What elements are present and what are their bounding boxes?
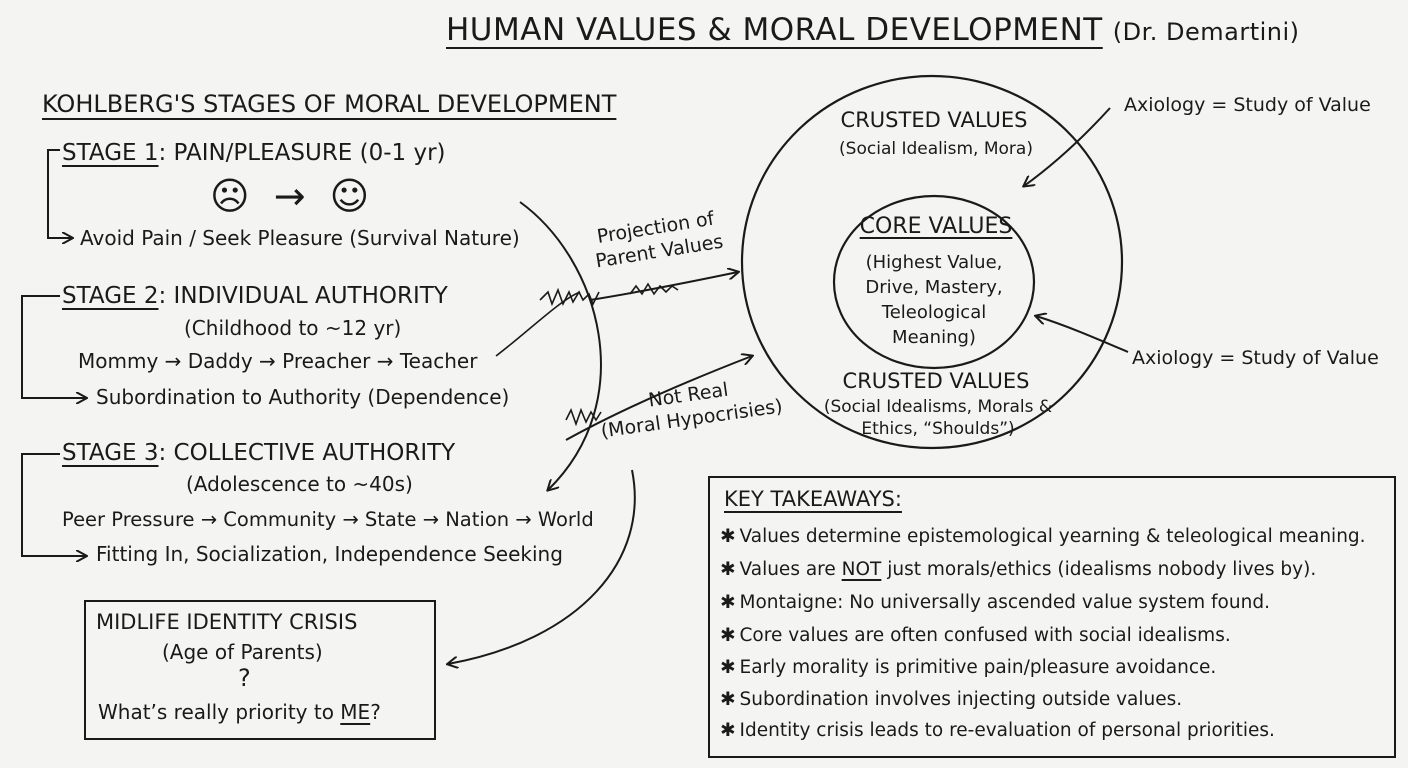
- takeaway-item-7: ✱Identity crisis leads to re-evaluation …: [720, 720, 1275, 741]
- stage2-label: STAGE 2: [62, 283, 159, 309]
- axiology-bottom-arrow: [1036, 316, 1129, 353]
- stage2-chain: Mommy → Daddy → Preacher → Teacher: [78, 349, 478, 373]
- stage1-outcome: Avoid Pain / Seek Pleasure (Survival Nat…: [80, 226, 520, 250]
- title-main: HUMAN VALUES & MORAL DEVELOPMENT: [446, 12, 1103, 48]
- stage1-name: : PAIN/PLEASURE (0-1 yr): [158, 140, 446, 166]
- takeaway-item-1: ✱Values determine epistemological yearni…: [720, 526, 1366, 547]
- core-line-1: (Highest Value,: [865, 252, 1003, 273]
- kohlberg-heading: KOHLBERG'S STAGES OF MORAL DEVELOPMENT: [42, 90, 617, 118]
- stage3-heading: STAGE 3: COLLECTIVE AUTHORITY: [62, 440, 455, 466]
- crusted-values-bottom-title: CRUSTED VALUES: [842, 369, 1030, 393]
- takeaway-item-6: ✱Subordination involves injecting outsid…: [720, 689, 1182, 710]
- scribble-2: [629, 282, 679, 296]
- takeaway-text-2-prefix: Values are: [739, 559, 842, 580]
- page-title: HUMAN VALUES & MORAL DEVELOPMENT (Dr. Dem…: [446, 12, 1300, 48]
- takeaway-item-4: ✱Core values are often confused with soc…: [720, 625, 1231, 646]
- midlife-arrow: [448, 469, 636, 664]
- midlife-question-prefix: What’s really priority to: [98, 700, 341, 724]
- not-real-arrow: [565, 356, 752, 441]
- axiology-bottom-label: Axiology = Study of Value: [1132, 347, 1379, 369]
- crusted-bottom-sub-2: Ethics, “Shoulds”): [861, 419, 1015, 439]
- scribble-1: [539, 287, 600, 307]
- takeaway-text-1: Values determine epistemological yearnin…: [739, 526, 1366, 547]
- stage1-bracket: [47, 149, 72, 238]
- takeaway-text-7: Identity crisis leads to re-evaluation o…: [739, 720, 1275, 741]
- takeaway-item-3: ✱Montaigne: No universally ascended valu…: [720, 592, 1270, 613]
- crusted-values-bottom-sub: (Social Idealisms, Morals & Ethics, “Sho…: [818, 396, 1058, 440]
- asterisk-icon: ✱: [720, 689, 736, 710]
- stage2-bracket: [21, 295, 86, 398]
- midlife-question-suffix: ?: [370, 700, 381, 724]
- crusted-values-top-sub: (Social Idealism, Mora): [839, 139, 1033, 159]
- asterisk-icon: ✱: [720, 526, 736, 547]
- core-values-circle: [832, 194, 1036, 370]
- takeaway-text-4: Core values are often confused with soci…: [739, 625, 1231, 646]
- axiology-top-label: Axiology = Study of Value: [1124, 94, 1371, 116]
- scribble-3: [565, 407, 602, 427]
- projection-arrow: [589, 272, 738, 301]
- stage1-heading: STAGE 1: PAIN/PLEASURE (0-1 yr): [62, 140, 446, 166]
- key-takeaways-heading: KEY TAKEAWAYS:: [724, 487, 902, 511]
- takeaway-text-2-suffix: just morals/ethics (idealisms nobody liv…: [881, 559, 1317, 580]
- stage2-name: : INDIVIDUAL AUTHORITY: [158, 283, 448, 309]
- core-values-desc: (Highest Value, Drive, Mastery, Teleolog…: [844, 250, 1024, 350]
- stage2-age: (Childhood to ~12 yr): [184, 316, 402, 340]
- midlife-sub: (Age of Parents): [162, 640, 323, 664]
- question-mark-icon: ?: [238, 664, 251, 692]
- takeaway-item-5: ✱Early morality is primitive pain/pleasu…: [720, 657, 1216, 678]
- asterisk-icon: ✱: [720, 625, 736, 646]
- midlife-title: MIDLIFE IDENTITY CRISIS: [96, 610, 358, 634]
- stage1-label: STAGE 1: [62, 140, 159, 166]
- stage3-label: STAGE 3: [62, 440, 159, 466]
- sad-to-happy-faces-icon: ☹ → ☺: [210, 174, 376, 218]
- core-line-2: Drive, Mastery,: [865, 277, 1003, 298]
- stage2-heading: STAGE 2: INDIVIDUAL AUTHORITY: [62, 283, 448, 309]
- takeaway-text-6: Subordination involves injecting outside…: [739, 689, 1183, 710]
- stage3-name: : COLLECTIVE AUTHORITY: [158, 440, 456, 466]
- takeaway-text-3: Montaigne: No universally ascended value…: [739, 592, 1270, 613]
- asterisk-icon: ✱: [720, 559, 736, 580]
- development-arc: [519, 201, 602, 490]
- asterisk-icon: ✱: [720, 592, 736, 613]
- axiology-top-arrow: [1024, 107, 1111, 186]
- stage3-chain: Peer Pressure → Community → State → Nati…: [62, 508, 594, 531]
- teacher-connector: [495, 291, 581, 357]
- midlife-question-emphasis: ME: [340, 700, 371, 724]
- core-line-4: Meaning): [892, 327, 976, 348]
- core-line-3: Teleological: [881, 302, 987, 323]
- title-attribution: (Dr. Demartini): [1112, 18, 1300, 46]
- stage3-outcome: Fitting In, Socialization, Independence …: [96, 542, 563, 566]
- stage2-outcome: Subordination to Authority (Dependence): [96, 385, 510, 409]
- crusted-bottom-sub-1: (Social Idealisms, Morals &: [823, 397, 1053, 417]
- takeaway-text-5: Early morality is primitive pain/pleasur…: [739, 657, 1217, 678]
- core-values-title: CORE VALUES: [859, 214, 1013, 239]
- stage3-age: (Adolescence to ~40s): [186, 472, 413, 496]
- midlife-question: What’s really priority to ME?: [98, 700, 381, 724]
- key-takeaways-box: [708, 476, 1396, 758]
- midlife-crisis-box: [84, 600, 436, 740]
- crusted-values-circle: [740, 74, 1124, 450]
- stage3-bracket: [21, 453, 86, 556]
- asterisk-icon: ✱: [720, 657, 736, 678]
- takeaway-text-2-emphasis: NOT: [841, 559, 882, 580]
- crusted-values-top-title: CRUSTED VALUES: [840, 108, 1028, 132]
- takeaway-item-2: ✱Values are NOT just morals/ethics (idea…: [720, 559, 1316, 580]
- asterisk-icon: ✱: [720, 720, 736, 741]
